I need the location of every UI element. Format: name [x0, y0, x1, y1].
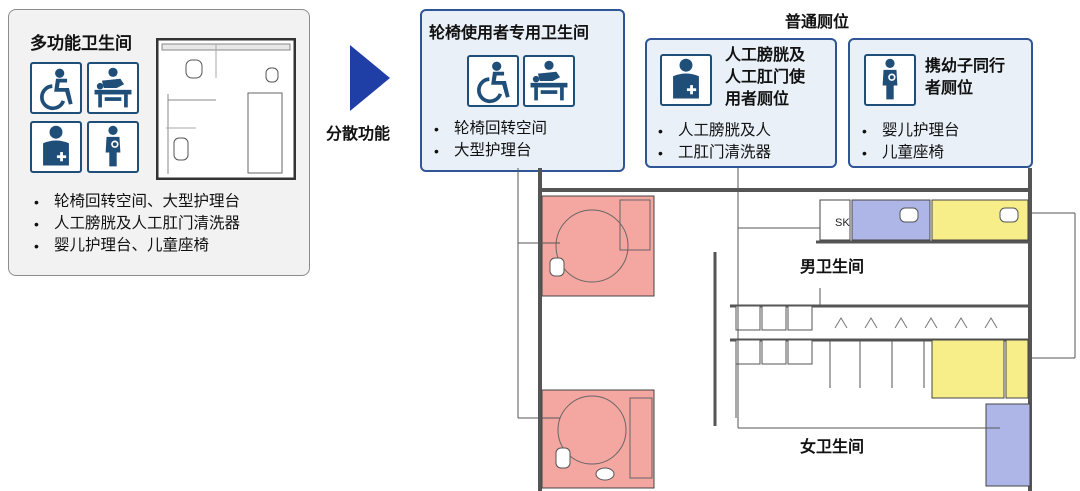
wheelchair-card-list: 轮椅回转空间 大型护理台: [430, 118, 547, 162]
multifunction-features-list: 轮椅回转空间、大型护理台 人工膀胱及人工肛门清洗器 婴儿护理台、儿童座椅: [30, 191, 240, 257]
restroom-floorplan: SK 男卫生间 女卫生间: [517, 168, 1076, 491]
diaper-changing-icon: [523, 55, 575, 107]
child-card-title: 携幼子同行 者厕位: [925, 58, 1006, 97]
diaper-changing-icon: [87, 62, 139, 114]
feature-item: 儿童座椅: [858, 142, 960, 164]
feature-item: 轮椅回转空间: [430, 118, 547, 140]
mens-room-label: 男卫生间: [800, 257, 864, 276]
regular-stalls-title: 普通厕位: [785, 14, 850, 31]
ostomy-card-title: 人工膀胱及 人工肛门使 用者厕位: [725, 47, 806, 108]
child-card-list: 婴儿护理台 儿童座椅: [858, 120, 960, 164]
womens-room-label: 女卫生间: [800, 437, 864, 456]
feature-item-continued: 工肛门清洗器: [654, 142, 771, 164]
wheelchair-icon: [467, 55, 519, 107]
multifunction-restroom-title: 多功能卫生间: [30, 34, 132, 53]
wheelchair-icon: [30, 62, 82, 114]
feature-item: 人工膀胱及人工肛门清洗器: [30, 213, 240, 235]
feature-item: 婴儿护理台、儿童座椅: [30, 235, 240, 257]
sk-label: SK: [835, 217, 850, 229]
feature-item: 人工膀胱及人: [654, 120, 771, 142]
ostomate-icon: [660, 54, 712, 106]
wheelchair-card-title: 轮椅使用者专用卫生间: [429, 25, 590, 42]
parent-with-child-icon: [864, 54, 916, 106]
parent-with-child-icon: [87, 121, 139, 173]
multifunction-room-floorplan: [156, 38, 296, 180]
feature-item: 婴儿护理台: [858, 120, 960, 142]
arrow-label: 分散功能: [326, 126, 391, 143]
ostomate-icon: [30, 121, 82, 173]
feature-item: 轮椅回转空间、大型护理台: [30, 191, 240, 213]
feature-item: 大型护理台: [430, 140, 547, 162]
ostomy-card-list: 人工膀胱及人 工肛门清洗器: [654, 120, 771, 164]
right-arrow-icon: [350, 45, 390, 111]
